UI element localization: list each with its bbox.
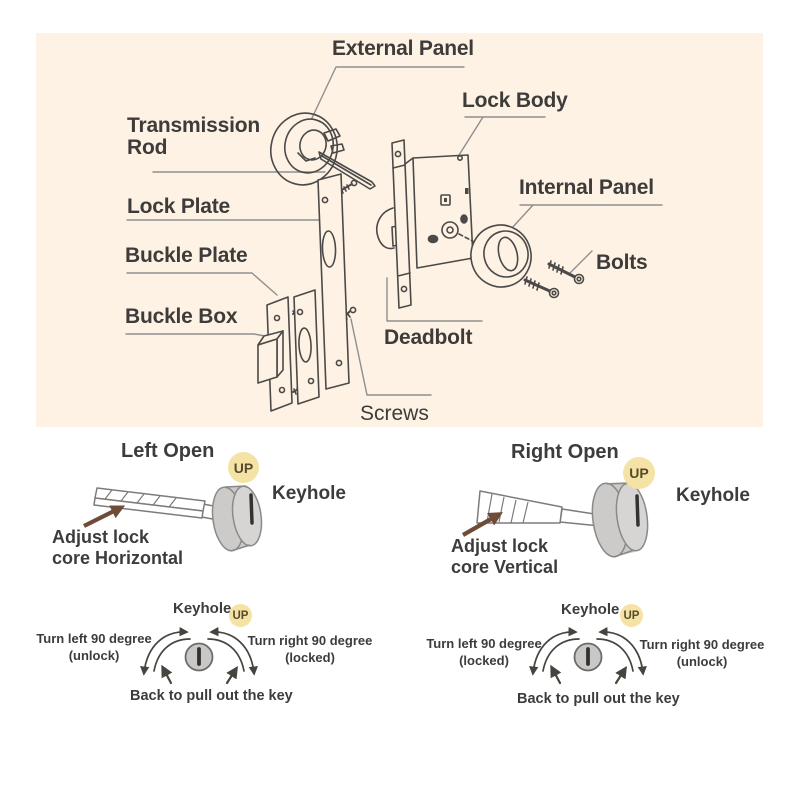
left-rotation-turn-right: Turn right 90 degree (locked) — [246, 632, 374, 666]
buckle-box-label: Buckle Box — [125, 305, 238, 328]
lock-body-drawing — [376, 139, 483, 309]
right-open-note: Adjust lock core Vertical — [451, 536, 558, 578]
left-key-drawing — [83, 485, 263, 552]
parts-diagram-panel: External Panel Transmission Rod Lock Pla… — [36, 33, 763, 427]
left-rotation-keyhole-label: Keyhole — [173, 600, 232, 617]
external-panel-label: External Panel — [332, 37, 474, 60]
parts-line-art — [125, 66, 663, 412]
bolts-drawing — [523, 260, 585, 299]
lock-body-label: Lock Body — [462, 89, 568, 112]
right-rotation-back-note: Back to pull out the key — [517, 691, 680, 707]
left-open-up-badge: UP — [228, 452, 259, 483]
lock-plate-drawing — [317, 173, 350, 390]
turn-right-state: (locked) — [285, 650, 335, 665]
left-open-keyhole-label: Keyhole — [272, 483, 346, 504]
left-open-title: Left Open — [121, 440, 215, 462]
right-rotation-drawing — [529, 627, 647, 685]
right-open-note-line1: Adjust lock — [451, 536, 549, 556]
internal-panel-label: Internal Panel — [519, 176, 654, 199]
right-rotation-up-badge: UP — [620, 604, 643, 627]
left-rotation-up-badge: UP — [229, 604, 252, 627]
right-open-up-badge: UP — [623, 457, 655, 489]
turn-left-text: Turn left 90 degree — [426, 636, 542, 651]
turn-left-text: Turn left 90 degree — [36, 631, 152, 646]
turn-right-text: Turn right 90 degree — [639, 637, 765, 652]
right-key-drawing — [461, 482, 649, 558]
screws-label: Screws — [360, 402, 429, 425]
key-instructions-section: Left Open UP Keyhole Adjust lock core Ho… — [0, 430, 800, 770]
right-open-title: Right Open — [511, 441, 619, 463]
external-panel-drawing — [270, 112, 376, 190]
right-open-keyhole-label: Keyhole — [676, 485, 750, 506]
left-rotation-drawing — [140, 627, 258, 685]
keys-line-art — [83, 482, 649, 685]
turn-right-state: (unlock) — [676, 654, 728, 669]
buckle-plate-drawing — [293, 289, 320, 405]
turn-left-state: (unlock) — [68, 648, 120, 663]
right-rotation-turn-right: Turn right 90 degree (unlock) — [639, 636, 765, 670]
deadbolt-label: Deadbolt — [384, 326, 473, 349]
internal-panel-drawing — [470, 224, 532, 288]
leader-lines — [125, 66, 663, 396]
turn-right-text: Turn right 90 degree — [247, 633, 373, 648]
bolts-label: Bolts — [596, 251, 648, 274]
left-rotation-back-note: Back to pull out the key — [130, 688, 293, 704]
left-open-note: Adjust lock core Horizontal — [52, 527, 183, 569]
right-open-note-line2: core Vertical — [451, 557, 559, 577]
right-rotation-turn-left: Turn left 90 degree (locked) — [425, 635, 543, 669]
buckle-box-drawing — [257, 296, 293, 412]
buckle-plate-label: Buckle Plate — [125, 244, 248, 267]
right-rotation-keyhole-label: Keyhole — [561, 601, 620, 618]
left-rotation-turn-left: Turn left 90 degree (unlock) — [35, 630, 153, 664]
transmission-rod-label: Transmission Rod — [127, 114, 260, 159]
left-open-note-line2: core Horizontal — [52, 548, 184, 568]
left-open-note-line1: Adjust lock — [52, 527, 150, 547]
lock-plate-label: Lock Plate — [127, 195, 231, 218]
turn-left-state: (locked) — [459, 653, 509, 668]
